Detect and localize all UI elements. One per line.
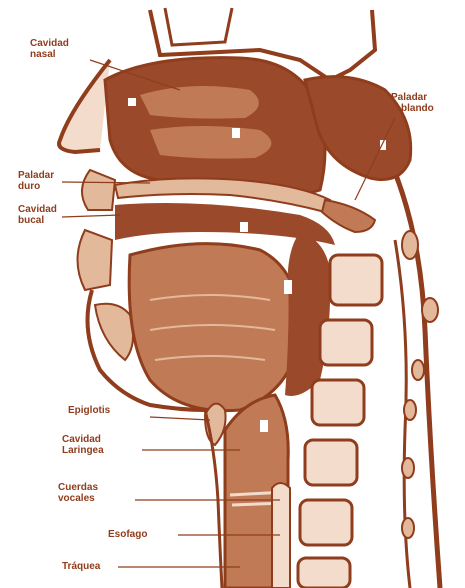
label-epiglotis: Epiglotis (68, 405, 110, 416)
nasal-highlight-2 (128, 98, 136, 106)
vertebra-2 (320, 320, 372, 365)
label-epiglotis-text: Epiglotis (68, 405, 110, 416)
pharynx-highlight (284, 280, 292, 294)
label-cuerdas-vocales-line2: vocales (58, 493, 98, 504)
tongue (129, 244, 300, 411)
label-esofago-text: Esofago (108, 529, 147, 540)
process-5 (402, 458, 414, 478)
label-paladar-blando: Paladar blando (391, 92, 434, 114)
lower-lip (78, 230, 113, 290)
soft-palate (322, 200, 375, 232)
mandible-bone (95, 304, 133, 360)
label-cuerdas-vocales-line1: Cuerdas (58, 482, 98, 493)
label-paladar-blando-line1: Paladar (391, 92, 434, 103)
nasal-turbinate-2 (150, 126, 271, 159)
skull-outline-inner (165, 8, 232, 45)
label-paladar-duro-line2: duro (18, 181, 54, 192)
vertebra-5 (300, 500, 352, 545)
oral-highlight (240, 222, 248, 232)
label-paladar-blando-line2: blando (391, 103, 434, 114)
label-cavidad-bucal: Cavidad bucal (18, 204, 57, 226)
vertebra-1 (330, 255, 382, 305)
upper-lip (82, 170, 115, 210)
process-3 (412, 360, 424, 380)
nasal-highlight (232, 128, 240, 138)
label-cavidad-bucal-line2: bucal (18, 215, 57, 226)
label-cavidad-nasal-line1: Cavidad (30, 38, 69, 49)
process-6 (402, 518, 414, 538)
process-1 (402, 231, 418, 259)
vertebra-4 (305, 440, 357, 485)
process-2 (422, 298, 438, 322)
label-cavidad-laringea: Cavidad Laringea (62, 434, 104, 456)
label-traquea: Tráquea (62, 561, 100, 572)
label-traquea-text: Tráquea (62, 561, 100, 572)
label-cavidad-laringea-line2: Laringea (62, 445, 104, 456)
label-esofago: Esofago (108, 529, 147, 540)
label-paladar-duro: Paladar duro (18, 170, 54, 192)
label-cavidad-bucal-line1: Cavidad (18, 204, 57, 215)
pharynx (285, 232, 330, 396)
leader-cavidad-bucal (62, 215, 120, 217)
nose-outline (59, 60, 110, 152)
process-4 (404, 400, 416, 420)
label-cavidad-laringea-line1: Cavidad (62, 434, 104, 445)
label-cavidad-nasal-line2: nasal (30, 49, 69, 60)
larynx-highlight (260, 420, 268, 432)
label-cuerdas-vocales: Cuerdas vocales (58, 482, 98, 504)
vertebra-3 (312, 380, 364, 425)
label-paladar-duro-line1: Paladar (18, 170, 54, 181)
label-cavidad-nasal: Cavidad nasal (30, 38, 69, 60)
leader-epiglotis (150, 417, 210, 420)
nasal-turbinate-1 (140, 86, 259, 119)
vertebra-6 (298, 558, 350, 588)
